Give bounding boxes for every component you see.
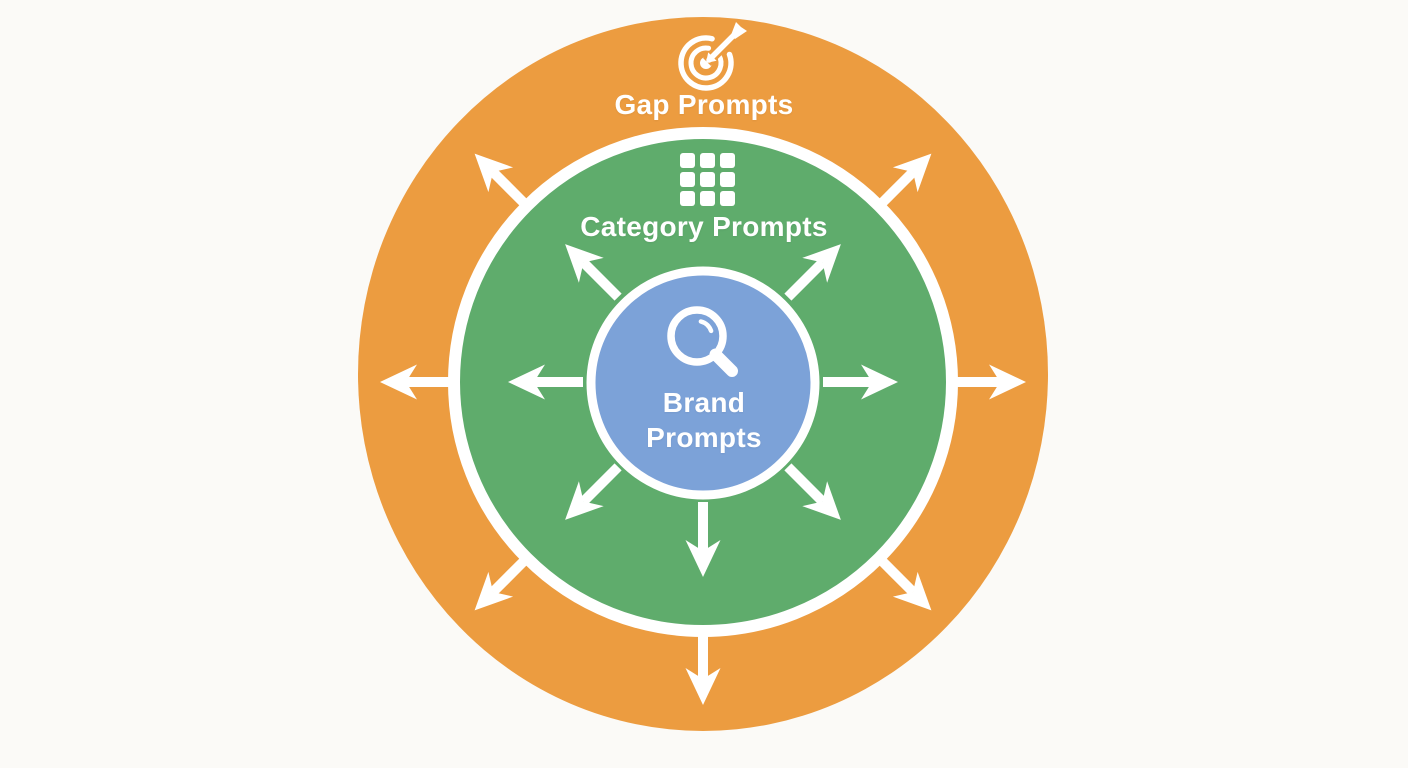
center-label-line-2: Prompts xyxy=(646,422,762,453)
outer-ring-label: Gap Prompts xyxy=(614,89,794,120)
grid-cell xyxy=(720,191,735,206)
outer-arrow-ne xyxy=(878,153,932,207)
center-label-line-1: Brand xyxy=(662,387,746,418)
outer-arrow-e xyxy=(956,364,1026,400)
grid-cell xyxy=(680,172,695,187)
outer-arrows xyxy=(380,153,1026,705)
inner-arrow-ne xyxy=(784,244,841,301)
grid-cell xyxy=(680,153,695,168)
inner-arrow-sw xyxy=(565,463,622,520)
outer-arrow-s xyxy=(685,635,721,705)
grid-cell xyxy=(720,172,735,187)
outer-arrow-nw xyxy=(474,153,528,207)
outer-arrow-sw xyxy=(474,557,528,611)
inner-arrow-s xyxy=(685,502,721,577)
inner-arrows xyxy=(508,244,898,577)
category-grid-icon xyxy=(680,153,735,206)
grid-cell xyxy=(680,191,695,206)
inner-arrow-w xyxy=(508,364,583,400)
middle-ring-label: Category Prompts xyxy=(580,211,828,242)
center-circle-label: Brand Prompts xyxy=(0,385,1408,455)
inner-arrow-nw xyxy=(565,244,622,301)
grid-cell xyxy=(700,153,715,168)
grid-cell xyxy=(700,172,715,187)
grid-cell xyxy=(700,191,715,206)
center-circle xyxy=(586,266,820,500)
outer-arrow-w xyxy=(380,364,450,400)
inner-arrow-e xyxy=(823,364,898,400)
outer-arrow-se xyxy=(878,557,932,611)
inner-arrow-se xyxy=(784,463,841,520)
grid-cell xyxy=(720,153,735,168)
search-icon xyxy=(667,306,738,377)
target-icon xyxy=(678,22,747,91)
